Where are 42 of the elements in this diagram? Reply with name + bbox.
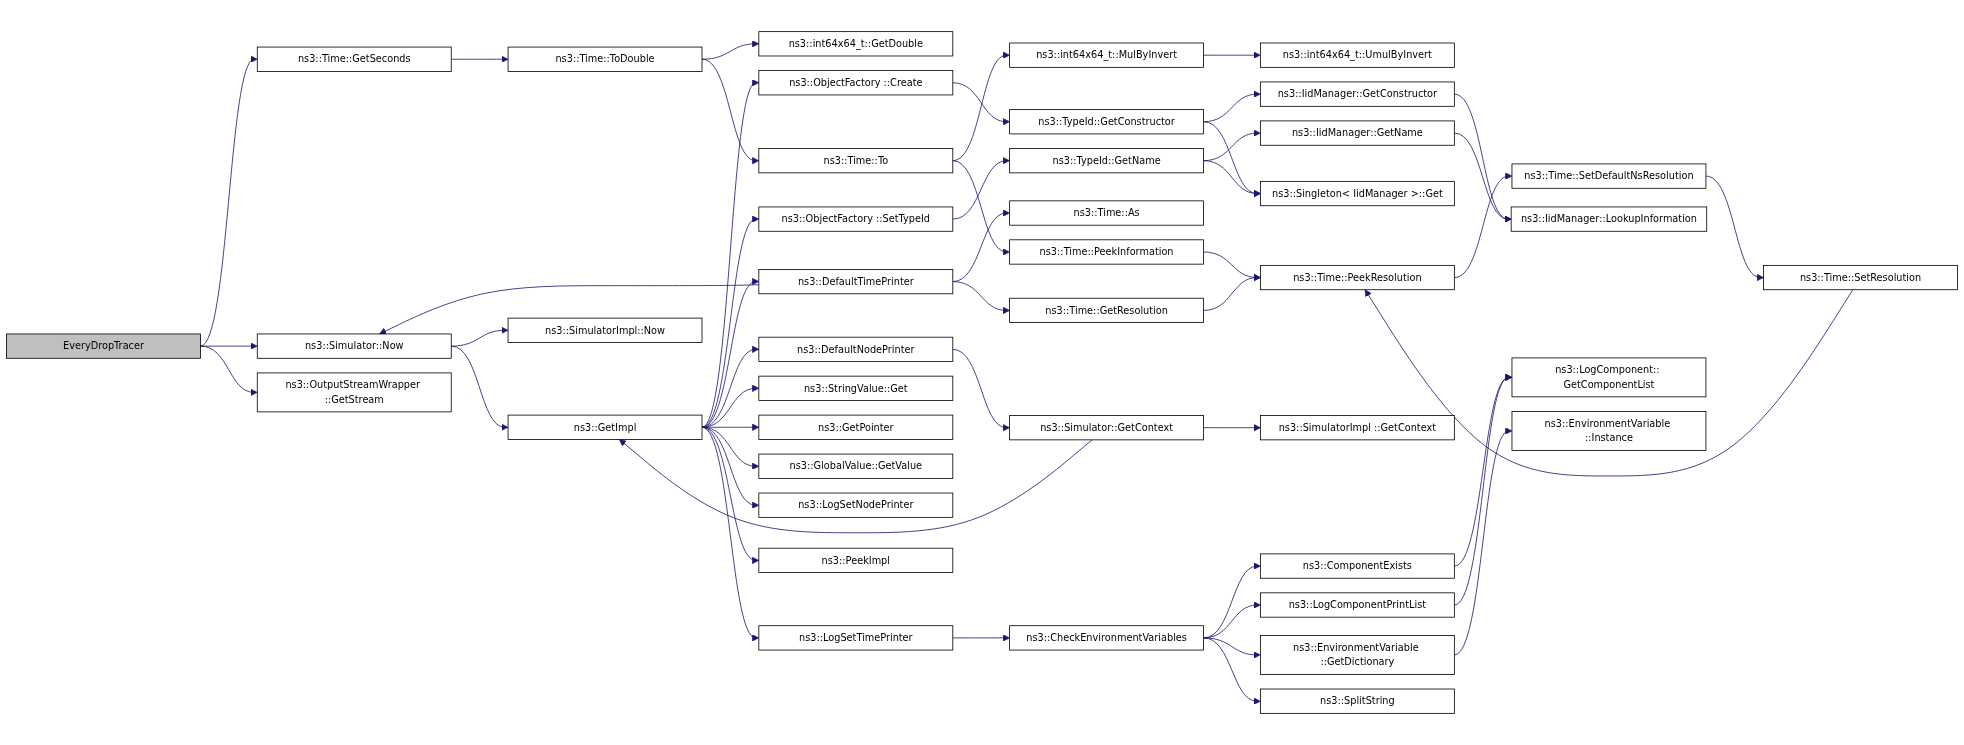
node-box: ns3::DefaultNodePrinter [758,336,954,362]
node-box: ns3::TypeId::GetConstructor [1009,109,1204,135]
node-box: ns3::GetImpl [507,414,703,440]
node-box: ns3::SimulatorImpl::Now [507,317,703,343]
node-box: ns3::LogComponentPrintList [1259,592,1455,618]
node-box: ns3::int64x64_t::MulByInvert [1009,42,1204,68]
node-box: ns3::TypeId::GetName [1009,148,1204,174]
node-box: ns3::LogSetTimePrinter [758,625,954,651]
node-box: ns3::Time::GetSeconds [256,46,452,72]
node-box: ns3::SplitString [1259,688,1455,714]
node-box: ns3::GlobalValue::GetValue [758,453,954,479]
node-box: ns3::StringValue::Get [758,375,954,401]
node-box: ns3::ComponentExists [1259,553,1455,579]
node-box: ns3::Simulator::Now [256,333,452,359]
node-box: ns3::GetPointer [758,414,954,440]
node-box: ns3::Time::SetResolution [1763,264,1958,291]
node-box: ns3::PeekImpl [758,547,954,573]
node-box: ns3::CheckEnvironmentVariables [1009,625,1204,651]
node-box: ns3::Time::SetDefaultNsResolution [1511,163,1707,189]
node-box: ns3::int64x64_t::UmulByInvert [1259,42,1455,68]
node-box: ns3::Simulator::GetContext [1009,415,1204,441]
node-box: ns3::DefaultTimePrinter [758,269,954,295]
node-box: ns3::IidManager::LookupInformation [1510,206,1708,232]
node-box: ns3::Time::PeekInformation [1009,239,1204,265]
node-box: ns3::int64x64_t::GetDouble [758,31,954,57]
node-box: ns3::Time::As [1009,200,1204,226]
node-box: ns3::ObjectFactory ::Create [758,70,954,96]
node-box: ns3::Time::ToDouble [507,46,703,72]
node-box: ns3::Time::To [758,148,954,174]
node-box: ns3::EnvironmentVariable ::Instance [1511,411,1707,451]
node-box: ns3::OutputStreamWrapper ::GetStream [256,372,452,413]
node-box: ns3::LogComponent:: GetComponentList [1511,357,1707,398]
node-box: ns3::Time::GetResolution [1009,297,1204,323]
node-box: EveryDropTracer [6,333,201,359]
node-box: ns3::LogSetNodePrinter [758,492,954,518]
node-box: ns3::SimulatorImpl ::GetContext [1259,415,1455,441]
node-box: ns3::IidManager::GetName [1259,120,1455,146]
node-box: ns3::EnvironmentVariable ::GetDictionary [1259,635,1455,675]
node-box: ns3::Time::PeekResolution [1259,264,1455,291]
node-box: ns3::ObjectFactory ::SetTypeId [758,206,954,232]
node-box: ns3::IidManager::GetConstructor [1259,81,1455,107]
node-box: ns3::Singleton< IidManager >::Get [1259,180,1455,207]
